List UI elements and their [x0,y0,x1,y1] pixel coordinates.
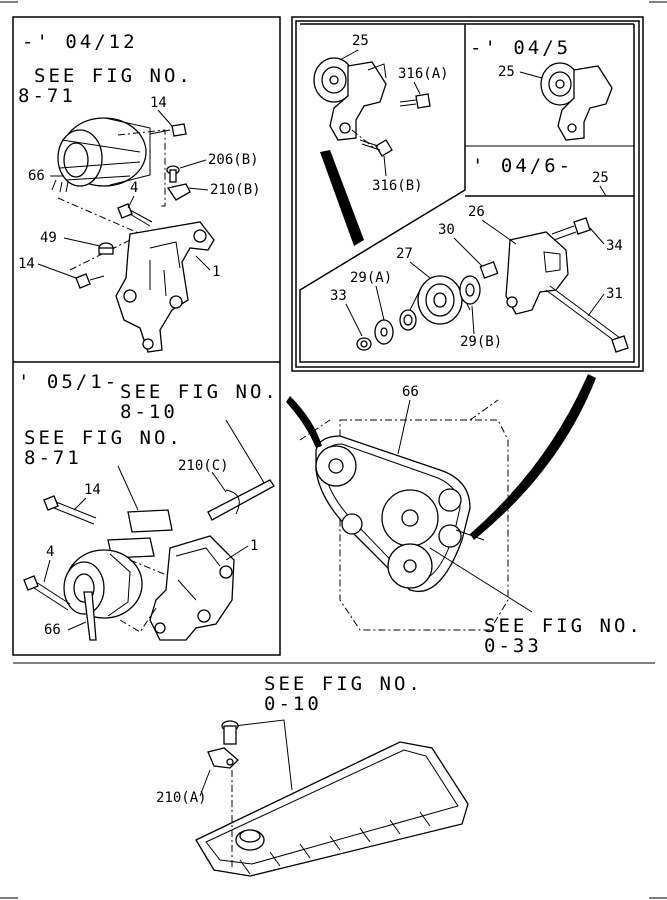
callout-206b: 206(B) [208,152,259,168]
tensioner-25-main [313,57,387,141]
callout-30: 30 [438,222,455,238]
see-fig-label-8-10: SEE FIG NO. [120,381,279,403]
callout-210a: 210(A) [156,790,207,806]
callout-66-engine: 66 [402,384,419,400]
callout-29b: 29(B) [460,334,502,350]
nut-33 [356,337,372,351]
collar-30 [479,261,499,279]
bolt-4-top [117,203,153,227]
callout-25: 25 [352,33,369,49]
fig-number-8-71: 8-71 [24,447,82,469]
callout-14: 14 [150,95,167,111]
spacer-29a [374,319,394,345]
fig-number: 8-71 [18,85,76,107]
rocker-cover [195,741,469,877]
alternator-illustration [51,117,151,193]
bracket-1-bottom [149,535,235,641]
head-cover-section: SEE FIG NO. 0-10 210(A) [156,673,469,877]
see-fig-label-0-10: SEE FIG NO. [264,673,423,695]
inset-date-label: -' 04/5 [470,37,571,59]
bolt-206b [166,165,180,183]
bolt-14-mid [75,273,105,289]
callout-25-inset: 25 [498,64,515,80]
callout-14-mid: 14 [18,256,35,272]
engine-front-view: 66 SEE FIG NO. 0-33 [286,374,643,657]
callout-31: 31 [606,286,623,302]
tensioner-bracket-26 [505,231,569,315]
panel-frames [12,16,655,664]
pointer-wedge-top [320,150,364,246]
spacer-29b [459,275,481,305]
see-fig-label-8-71: SEE FIG NO. [24,427,183,449]
callout-210c: 210(C) [178,458,229,474]
date-label-bottom: ' 05/1- [18,371,119,393]
lower-date-label: ' 04/6- [472,155,573,177]
callout-4-bottom: 4 [46,544,54,560]
bolt-14-bottom [43,495,97,525]
callout-1: 1 [212,264,220,280]
bolt-4-bottom [23,575,71,611]
tensioner-25-inset [540,62,613,141]
callout-34: 34 [606,238,623,254]
fig-number-0-33: 0-33 [484,635,542,657]
clip-210a [207,747,239,769]
panel-top-right: 25 316(A) 316(B) -' 04/5 25 ' 04/6- 25 [313,33,629,353]
callout-26: 26 [468,204,485,220]
callout-210b: 210(B) [210,182,261,198]
callout-66-bottom: 66 [44,622,61,638]
callout-14-bottom: 14 [84,482,101,498]
see-fig-label-0-33: SEE FIG NO. [484,615,643,637]
callout-66: 66 [28,168,45,184]
bracket-1-top [115,221,215,353]
callout-4: 4 [130,180,138,196]
belt-66-bottom [83,591,97,641]
date-range-label: -' 04/12 [22,31,138,53]
callout-316a: 316(A) [398,66,449,82]
callout-316b: 316(B) [372,178,423,194]
nut-49 [98,242,114,255]
panel-top-left: -' 04/12 SEE FIG NO. 8-71 [18,31,261,353]
pulley-27 [409,275,471,325]
clip-210b [166,183,191,201]
bolt-316a [399,93,431,109]
fig-number-0-10: 0-10 [264,693,322,715]
bolt-14-top [149,123,187,137]
callout-27: 27 [396,246,413,262]
clip-210c [207,479,275,521]
panel-bottom-left: ' 05/1- SEE FIG NO. 8-10 SEE FIG NO. 8-7… [18,371,279,641]
callout-1-bottom: 1 [250,538,258,554]
bearing-ring [399,309,417,331]
wedge-blocks [107,509,173,559]
callout-33: 33 [330,288,347,304]
bolt-316b [359,139,393,157]
bolt-34 [551,217,591,241]
bolt-31 [545,285,629,353]
fig-number-8-10: 8-10 [120,401,178,423]
callout-29a: 29(A) [350,270,392,286]
callout-25-lower: 25 [592,170,609,186]
see-fig-label: SEE FIG NO. [34,65,193,87]
bolt-cover [221,720,239,745]
callout-49: 49 [40,230,57,246]
pointer-arc-left [286,396,322,448]
pointer-arc-right [470,374,596,540]
panel-top-right-inner-border [299,23,635,363]
